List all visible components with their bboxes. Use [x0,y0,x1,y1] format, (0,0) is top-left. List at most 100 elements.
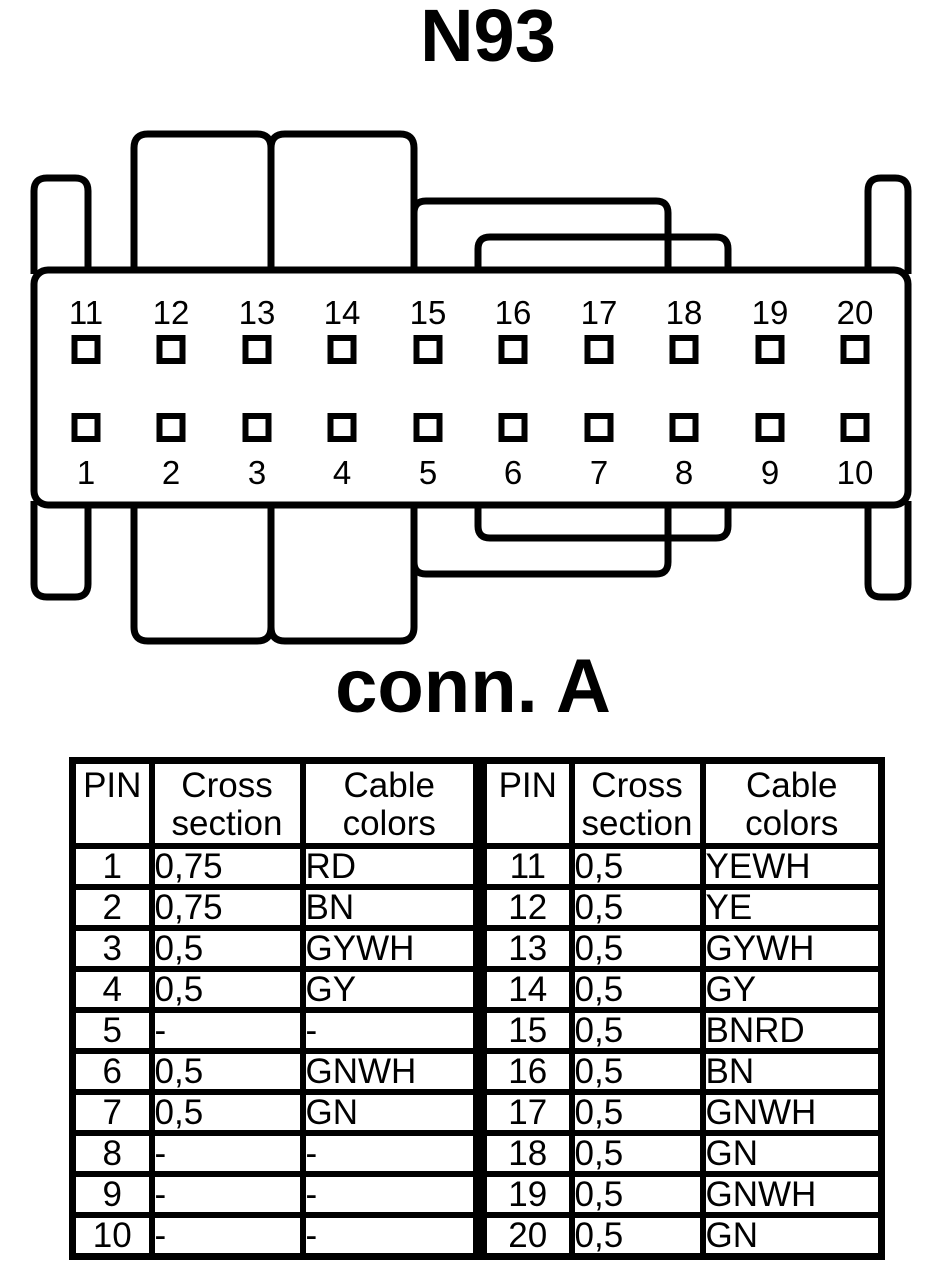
cross-section-cell: 0,5 [568,1171,706,1218]
cable-color-cell: BNRD [699,1007,885,1054]
pin-table-left: PIN Cross section Cable colors 1 0,75 RD… [69,757,480,1260]
table-row: 16 0,5 BN [480,1048,885,1095]
pin-cell: 9 [69,1171,155,1218]
cable-color-cell: - [299,1171,480,1218]
connector-tab-top-mid [410,197,672,274]
pin-label-17: 17 [581,294,618,331]
cross-section-cell: 0,5 [568,843,706,890]
cross-section-cell: - [148,1007,306,1054]
table-row: 10 - - [69,1212,480,1260]
table-row: 7 0,5 GN [69,1089,480,1136]
pin-square-4 [327,413,357,442]
cable-colors-header: Cable colors [699,757,885,849]
pin-cell: 7 [69,1089,155,1136]
connector-tab-bottom-mid [410,501,672,578]
cross-section-header: Cross section [148,757,306,849]
connector-tab-bottom-big-1 [130,501,275,645]
table-row: 17 0,5 GNWH [480,1089,885,1136]
pin-square-11 [71,335,101,364]
pin-label-11: 11 [69,294,103,331]
pin-cell: 10 [69,1212,155,1260]
connector-tab-top-big-1 [130,130,275,274]
connector-tab-bottom-left-small [30,501,92,601]
pin-cell: 17 [480,1089,575,1136]
pin-square-3 [242,413,272,442]
connector-tab-bottom-big-2 [267,501,418,645]
cross-section-cell: 0,5 [568,1212,706,1260]
pin-label-10: 10 [837,454,874,491]
pin-label-6: 6 [504,454,522,491]
table-row: 20 0,5 GN [480,1212,885,1260]
table-row: 8 - - [69,1130,480,1177]
table-row: 9 - - [69,1171,480,1218]
pin-square-7 [584,413,614,442]
cross-section-cell: 0,75 [148,843,306,890]
cable-color-cell: GY [299,966,480,1013]
cable-color-cell: YEWH [699,843,885,890]
pin-square-9 [755,413,785,442]
table-row: 14 0,5 GY [480,966,885,1013]
pin-square-18 [669,335,699,364]
pin-square-16 [498,335,528,364]
pin-square-20 [840,335,870,364]
header-row: PIN Cross section Cable colors [480,757,885,849]
table-row: 3 0,5 GYWH [69,925,480,972]
pin-label-18: 18 [666,294,703,331]
pin-cell: 12 [480,884,575,931]
pin-label-3: 3 [248,454,266,491]
connector-diagram: 11 12 13 14 15 16 17 18 19 20 1 2 3 4 5 … [30,130,912,645]
cross-section-cell: 0,5 [148,925,306,972]
cross-section-cell: - [148,1130,306,1177]
pin-label-15: 15 [410,294,447,331]
connector-tab-top-right-small [864,174,912,274]
cross-section-cell: - [148,1212,306,1260]
pin-label-20: 20 [837,294,874,331]
pin-square-17 [584,335,614,364]
pin-label-2: 2 [162,454,180,491]
connector-tab-top-big-2 [267,130,418,274]
pin-cell: 5 [69,1007,155,1054]
cross-section-cell: - [148,1171,306,1218]
pin-label-16: 16 [495,294,532,331]
page-title: N93 [420,0,556,77]
cable-color-cell: BN [299,884,480,931]
table-row: 19 0,5 GNWH [480,1171,885,1218]
pin-table-right: PIN Cross section Cable colors 11 0,5 YE… [480,757,885,1260]
header-row: PIN Cross section Cable colors [69,757,480,849]
table-row: 11 0,5 YEWH [480,843,885,890]
table-row: 1 0,75 RD [69,843,480,890]
pin-cell: 14 [480,966,575,1013]
cable-color-cell: - [299,1130,480,1177]
pin-label-5: 5 [419,454,437,491]
pin-cell: 2 [69,884,155,931]
connector-tab-bottom-right-small [864,501,912,601]
pin-cell: 13 [480,925,575,972]
cable-color-cell: BN [699,1048,885,1095]
pin-cell: 18 [480,1130,575,1177]
pin-label-19: 19 [752,294,789,331]
pin-cell: 6 [69,1048,155,1095]
pin-cell: 1 [69,843,155,890]
table-row: 12 0,5 YE [480,884,885,931]
table-row: 15 0,5 BNRD [480,1007,885,1054]
pin-label-12: 12 [153,294,190,331]
cross-section-cell: 0,5 [568,1048,706,1095]
cross-section-cell: 0,75 [148,884,306,931]
pin-header: PIN [480,757,575,849]
pin-cell: 8 [69,1130,155,1177]
pin-square-13 [242,335,272,364]
pin-square-1 [71,413,101,442]
cable-color-cell: RD [299,843,480,890]
pin-label-14: 14 [324,294,361,331]
pin-square-15 [413,335,443,364]
pin-square-5 [413,413,443,442]
cross-section-cell: 0,5 [568,1130,706,1177]
connector-tab-top-left-small [30,174,92,274]
connector-name-label: conn. A [335,644,611,729]
pin-label-4: 4 [333,454,351,491]
pin-square-2 [156,413,186,442]
pin-square-14 [327,335,357,364]
pin-cell: 16 [480,1048,575,1095]
table-row: 4 0,5 GY [69,966,480,1013]
